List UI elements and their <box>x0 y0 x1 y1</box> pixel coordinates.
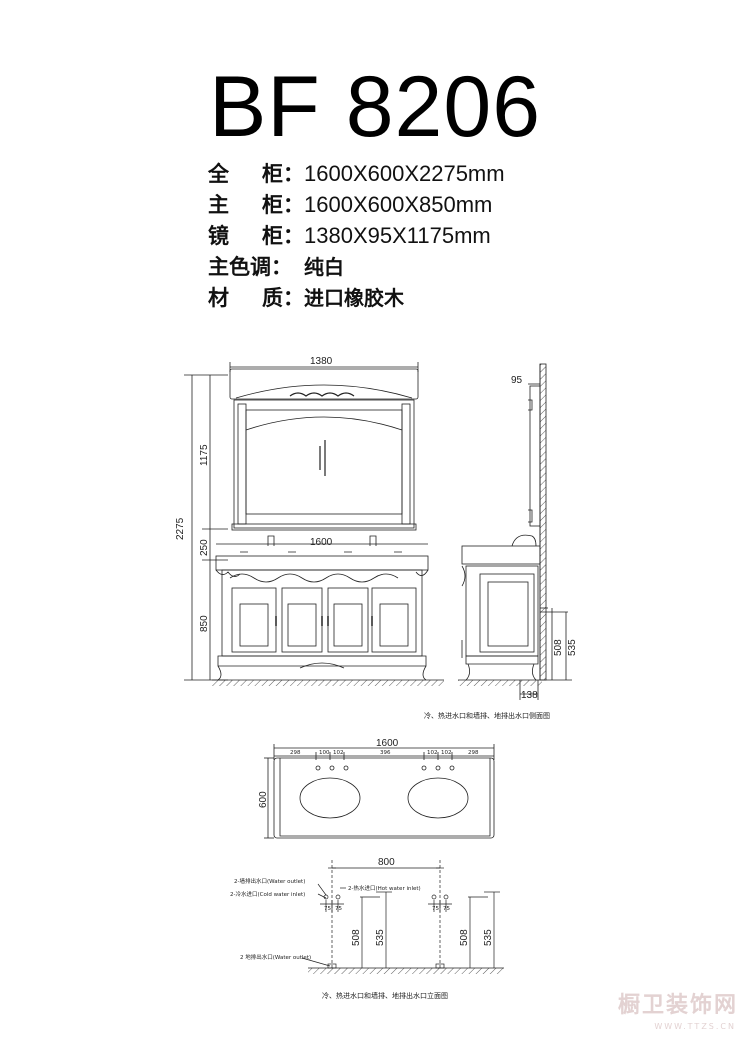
spec-label-char: 柜： <box>262 193 304 217</box>
label-floor-outlet: 2 地排出水口(Water outlet) <box>240 953 311 961</box>
front-elevation <box>184 362 444 686</box>
dim-side-offset: 138 <box>521 690 538 701</box>
dim-height-cabinet: 850 <box>199 615 210 632</box>
dim-mirror-depth: 95 <box>511 375 523 386</box>
dim-gap-75: 75 <box>443 906 450 912</box>
dim-top-seg: 396 <box>380 750 391 756</box>
dim-side-508: 508 <box>553 639 564 656</box>
watermark-logo: 橱卫装饰网 <box>617 993 738 1018</box>
spec-label-char: 主色调： <box>208 255 292 279</box>
dim-plumb-535-left: 535 <box>375 929 386 946</box>
spec-label: 主色调： <box>208 251 304 281</box>
watermark-url: WWW.TTZS.CN <box>654 1022 736 1031</box>
top-view <box>264 744 495 839</box>
dim-top-seg: 102 <box>333 750 344 756</box>
spec-label-char: 质： <box>262 286 304 310</box>
model-number: BF 8206 <box>208 59 542 155</box>
dim-top-seg: 298 <box>468 750 479 756</box>
dim-plumb-508-right: 508 <box>459 929 470 946</box>
spec-row-color: 主色调： 纯白 <box>208 251 505 282</box>
spec-value: 1600X600X850mm <box>304 192 493 217</box>
dim-top-seg: 102 <box>427 750 438 756</box>
spec-value: 进口橡胶木 <box>304 286 404 310</box>
spec-label-char: 全 <box>208 162 229 186</box>
spec-value: 1600X600X2275mm <box>304 161 505 186</box>
dim-outlet-spacing: 800 <box>378 857 395 868</box>
dim-top-width: 1600 <box>376 738 399 749</box>
dim-plumb-535-right: 535 <box>483 929 494 946</box>
side-elevation <box>458 363 572 700</box>
dim-height-gap: 250 <box>199 539 210 556</box>
dim-gap-75: 75 <box>335 906 342 912</box>
dim-plumb-508-left: 508 <box>351 929 362 946</box>
spec-value: 1380X95X1175mm <box>304 223 491 248</box>
label-hot-inlet: 2-热水进口(Hot water inlet) <box>348 884 421 892</box>
label-wall-outlet: 2-墙排出水口(Water outlet) <box>234 877 305 885</box>
spec-label: 材 质： <box>208 282 304 312</box>
spec-label: 镜 柜： <box>208 220 304 250</box>
plumbing-caption: 冷、热进水口和墙排、地排出水口立面图 <box>322 991 448 1000</box>
dim-gap-75: 75 <box>432 906 439 912</box>
spec-label-char: 主 <box>208 193 229 217</box>
side-caption: 冷、热进水口和墙排、地排出水口侧面图 <box>424 711 550 720</box>
spec-row-main: 主 柜： 1600X600X850mm <box>208 189 505 220</box>
dim-side-535: 535 <box>567 639 578 656</box>
spec-label: 全 柜： <box>208 158 304 188</box>
dim-top-seg: 102 <box>441 750 452 756</box>
spec-value: 纯白 <box>304 255 344 279</box>
dim-gap-75: 75 <box>324 906 331 912</box>
spec-label: 主 柜： <box>208 189 304 219</box>
dim-mirror-width: 1380 <box>310 356 333 367</box>
spec-row-material: 材 质： 进口橡胶木 <box>208 282 505 313</box>
plumbing-elevation <box>301 860 504 974</box>
spec-label-char: 材 <box>208 286 229 310</box>
dim-top-depth: 600 <box>258 791 269 808</box>
dim-cabinet-width: 1600 <box>310 537 333 548</box>
spec-row-mirror: 镜 柜： 1380X95X1175mm <box>208 220 505 251</box>
label-cold-inlet: 2-冷水进口(Cold water inlet) <box>230 890 305 898</box>
spec-list: 全 柜： 1600X600X2275mm 主 柜： 1600X600X850mm… <box>208 158 505 313</box>
dim-height-total: 2275 <box>175 517 186 540</box>
spec-row-overall: 全 柜： 1600X600X2275mm <box>208 158 505 189</box>
spec-label-char: 柜： <box>262 162 304 186</box>
spec-label-char: 柜： <box>262 224 304 248</box>
dim-height-mirror: 1175 <box>199 444 210 466</box>
dim-top-seg: 298 <box>290 750 301 756</box>
spec-label-char: 镜 <box>208 224 229 248</box>
dim-top-seg: 100 <box>319 750 330 756</box>
